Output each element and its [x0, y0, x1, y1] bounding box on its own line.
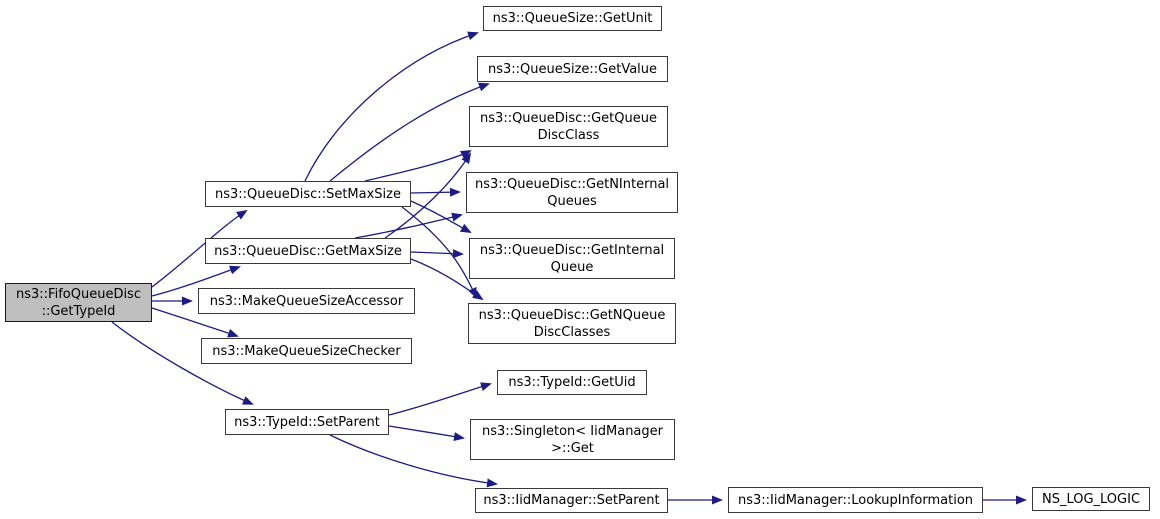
edge-fifo-gettypeid-to-setmaxsize — [151, 209, 248, 288]
edge-getmaxsize-to-getnqueuediscclasses — [410, 258, 484, 301]
node-getmaxsize[interactable]: ns3::QueueDisc::GetMaxSize — [205, 238, 411, 264]
node-label-line: ns3::QueueDisc::GetNQueue — [478, 307, 666, 323]
node-lookupinformation[interactable]: ns3::IidManager::LookupInformation — [728, 487, 983, 513]
edge-getmaxsize-to-getinternalqueue — [410, 249, 464, 259]
node-setmaxsize[interactable]: ns3::QueueDisc::SetMaxSize — [205, 181, 411, 207]
node-make-checker[interactable]: ns3::MakeQueueSizeChecker — [201, 338, 412, 364]
node-label-line: ns3::FifoQueueDisc — [16, 286, 141, 302]
node-label-line: ns3::QueueSize::GetUnit — [492, 11, 653, 26]
node-label-line: Queues — [547, 193, 597, 209]
node-label-line: ns3::QueueDisc::GetInternal — [479, 242, 665, 258]
edge-setmaxsize-to-getinternalqueue — [410, 200, 472, 233]
node-ns-log-logic[interactable]: NS_LOG_LOGIC — [1032, 487, 1150, 511]
node-typeid-getuid[interactable]: ns3::TypeId::GetUid — [497, 370, 647, 395]
edge-setmaxsize-to-getninternalqueues — [410, 187, 461, 197]
edge-typeid-setparent-to-iidmanager-setparent — [329, 434, 498, 488]
node-label-line: ns3::IidManager::LookupInformation — [737, 492, 974, 508]
node-label-line: ns3::TypeId::SetParent — [234, 414, 380, 430]
node-typeid-setparent[interactable]: ns3::TypeId::SetParent — [225, 409, 389, 435]
node-label-line: Queue — [550, 259, 594, 275]
edge-setmaxsize-to-getvalue — [329, 82, 490, 182]
node-label-line: ns3::QueueDisc::GetMaxSize — [214, 243, 402, 259]
node-label-line: NS_LOG_LOGIC — [1041, 491, 1141, 507]
edge-fifo-gettypeid-to-getmaxsize — [151, 265, 241, 297]
node-label-line: ns3::QueueDisc::SetMaxSize — [215, 186, 401, 202]
node-label-line: ns3::QueueDisc::GetNInternal — [474, 176, 670, 192]
node-singleton-get[interactable]: ns3::Singleton< IidManager>::Get — [470, 419, 675, 460]
edge-fifo-gettypeid-to-typeid-setparent — [111, 321, 254, 405]
node-label-line: >::Get — [551, 440, 594, 456]
node-getunit[interactable]: ns3::QueueSize::GetUnit — [483, 6, 662, 31]
node-label-line: ns3::MakeQueueSizeChecker — [212, 343, 401, 359]
node-fifo-gettypeid: ns3::FifoQueueDisc::GetTypeId — [5, 283, 152, 322]
node-label-line: DiscClasses — [533, 324, 611, 340]
node-label-line: ns3::QueueSize::GetValue — [487, 61, 658, 77]
node-iidmanager-setparent[interactable]: ns3::IidManager::SetParent — [475, 488, 668, 513]
node-getvalue[interactable]: ns3::QueueSize::GetValue — [477, 56, 668, 82]
edge-fifo-gettypeid-to-make-checker — [151, 307, 239, 338]
edge-setmaxsize-to-getunit — [304, 31, 479, 182]
node-make-accessor[interactable]: ns3::MakeQueueSizeAccessor — [198, 288, 415, 314]
edge-setmaxsize-to-getnqueuediscclasses — [401, 206, 477, 299]
node-label-line: ns3::TypeId::GetUid — [508, 375, 636, 390]
edge-getmaxsize-to-getninternalqueues — [354, 212, 463, 239]
node-label-line: DiscClass — [537, 127, 600, 143]
node-label-line: ns3::QueueDisc::GetQueue — [480, 110, 657, 126]
node-label-line: ::GetTypeId — [41, 303, 116, 319]
node-label-line: ns3::Singleton< IidManager — [481, 423, 663, 439]
node-label-line: ns3::IidManager::SetParent — [483, 493, 660, 508]
edge-typeid-setparent-to-typeid-getuid — [388, 382, 492, 416]
edge-typeid-setparent-to-singleton-get — [388, 425, 465, 442]
node-label-line: ns3::MakeQueueSizeAccessor — [209, 293, 404, 309]
